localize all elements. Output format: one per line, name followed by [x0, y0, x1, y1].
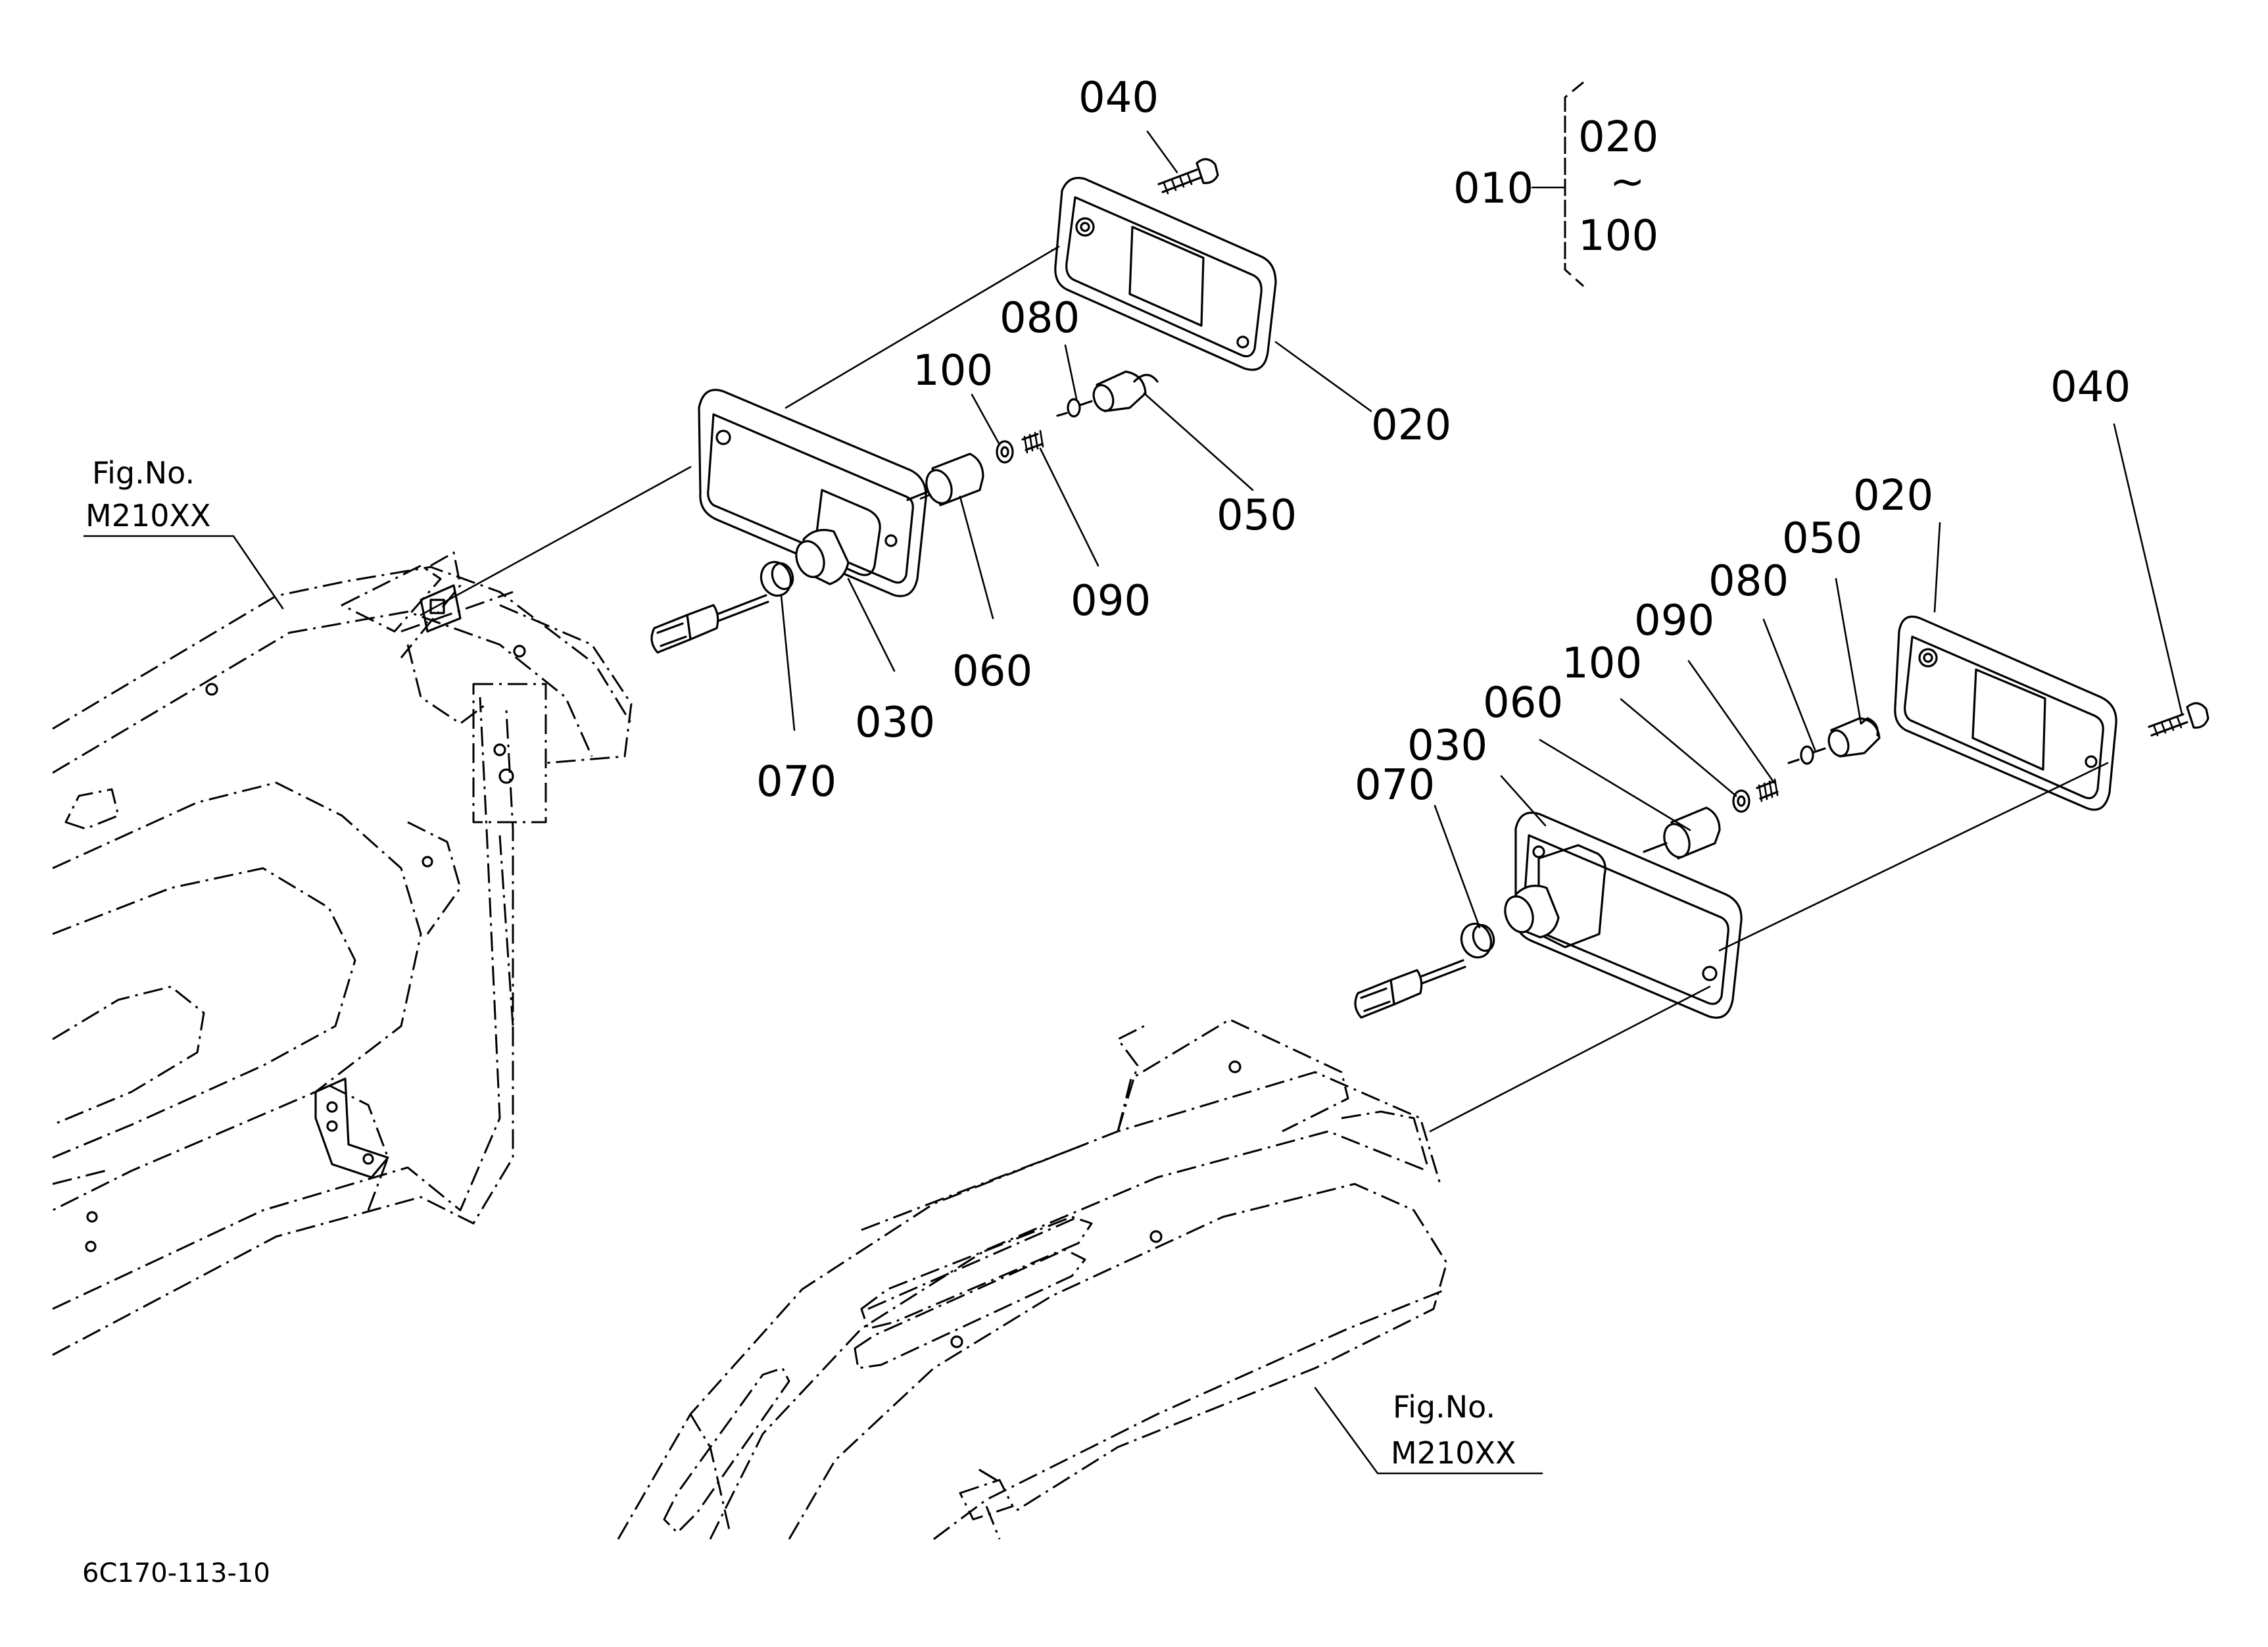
washer-100-left	[996, 440, 1014, 464]
part-080-left	[1056, 398, 1093, 418]
spring-090-left	[1021, 430, 1044, 454]
callout-050-right: 050	[1782, 514, 1862, 563]
lens-frame-020-right	[1894, 615, 2117, 811]
callout-050-left: 050	[1217, 491, 1297, 540]
fig-ref-leaders	[83, 535, 1543, 1475]
grommet-070-right	[1460, 922, 1495, 959]
assembly-range-end-label: 100	[1578, 212, 1658, 260]
bulb-050-right	[1827, 717, 1881, 758]
connector-left	[650, 594, 769, 654]
left-lamp-assembly	[420, 158, 1277, 654]
part-080-right	[1787, 745, 1826, 765]
bulb-050-left	[1092, 370, 1159, 412]
callout-100-right: 100	[1562, 639, 1642, 688]
callout-020-left: 020	[1371, 401, 1451, 450]
socket-060-right	[1643, 806, 1721, 860]
spring-090-right	[1756, 778, 1779, 802]
callout-080-right: 080	[1708, 557, 1789, 606]
callout-030-left: 030	[855, 699, 935, 747]
callout-080-left: 080	[1000, 294, 1080, 343]
callout-100-left: 100	[913, 347, 993, 395]
washer-100-right	[1732, 789, 1750, 813]
left-fender-outline	[52, 551, 633, 1356]
callout-090-left: 090	[1071, 577, 1151, 626]
lens-frame-020-left	[1054, 176, 1277, 371]
assembly-range-separator: ~	[1610, 158, 1645, 207]
callout-020-right: 020	[1853, 472, 1933, 520]
lamp-housing-030-right	[1504, 812, 1743, 1019]
connector-right	[1354, 959, 1466, 1019]
callout-030-right: 030	[1407, 722, 1487, 770]
fig-ref-2-line2: M210XX	[1391, 1435, 1516, 1471]
callout-040-right: 040	[2050, 363, 2131, 412]
drawing-id: 6C170-113-10	[82, 1558, 270, 1588]
fig-ref-1-line1: Fig.No.	[92, 455, 195, 491]
right-fender-outline	[617, 1018, 1448, 1540]
socket-060-left	[906, 453, 984, 506]
callout-090-right: 090	[1634, 597, 1714, 645]
callout-040-left: 040	[1078, 74, 1159, 122]
fig-ref-1-line2: M210XX	[85, 498, 211, 533]
screw-040-right	[2148, 702, 2209, 737]
callout-060-left: 060	[952, 647, 1032, 696]
callout-leaders	[780, 130, 2183, 929]
fig-ref-2-line1: Fig.No.	[1393, 1389, 1495, 1425]
assembly-range-start-label: 020	[1578, 113, 1658, 162]
grommet-070-left	[760, 560, 794, 597]
callout-070-left: 070	[756, 758, 836, 806]
assembly-number-label: 010	[1453, 164, 1533, 213]
screw-040-left	[1157, 158, 1219, 195]
callout-070-right: 070	[1355, 761, 1435, 810]
right-lamp-assembly	[1354, 615, 2209, 1133]
assembly-bracket-010	[1531, 81, 1584, 287]
callout-060-right: 060	[1483, 679, 1563, 727]
lamp-housing-030-left	[698, 389, 927, 597]
